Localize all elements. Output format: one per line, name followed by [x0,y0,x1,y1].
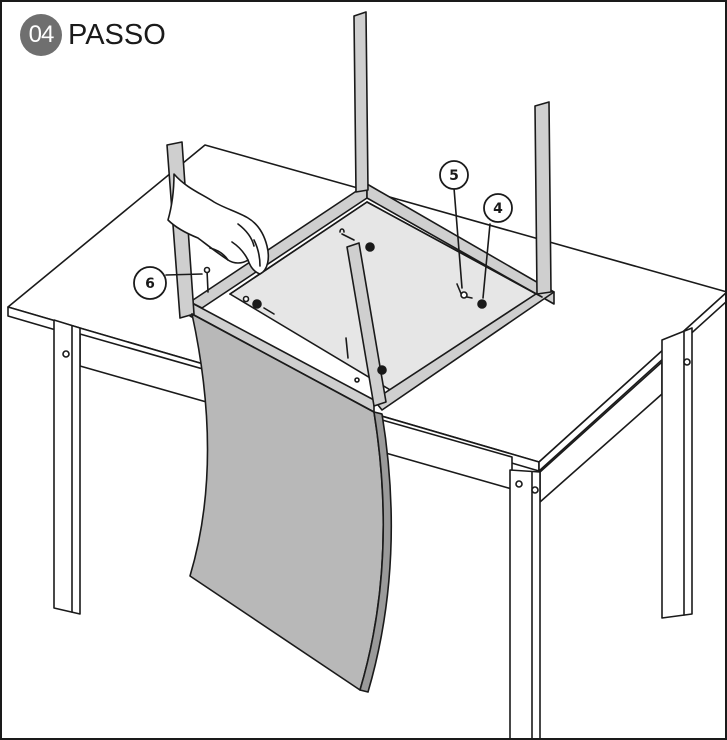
callout-6-label: 6 [145,276,155,292]
hand [167,173,270,275]
callout-6-circle [133,266,167,300]
screw-head [252,299,262,309]
table-leg-right [661,327,693,619]
callout-4-label: 4 [493,201,503,217]
chair-leg-right [534,101,552,295]
callout-4-leader [482,223,491,299]
table-leg-front [509,469,541,738]
leg-screw-hole [515,480,523,488]
leg-screw-hole [62,350,70,358]
callout-5: 5 [439,160,469,190]
callout-5-circle [439,160,469,190]
seat-rail-right [366,183,555,305]
chair [165,11,555,693]
callout-4-circle [483,193,513,223]
hand-outline [167,173,270,275]
chair-leg-front [346,242,387,407]
step-number-badge: 04 [20,14,62,56]
screw [345,337,349,359]
table-leg-left [53,319,81,615]
seat-hole [242,295,250,303]
screw-head [377,365,387,375]
callout-5-label: 5 [449,168,459,184]
screw [263,307,275,315]
seat-hole [354,377,360,383]
screw [339,228,355,241]
leg-screw-hole [683,358,691,366]
step-header: 04 PASSO [20,14,166,56]
callout-6-leader [165,273,203,276]
callout-6: 6 [133,266,167,300]
screw [206,269,209,293]
callout-4: 4 [483,193,513,223]
chair-leg-back [353,11,369,193]
step-title: PASSO [68,18,166,51]
screw-head [365,242,375,252]
callout-5-leader [453,187,463,289]
screw-head [477,299,487,309]
leg-screw-hole [531,486,539,494]
